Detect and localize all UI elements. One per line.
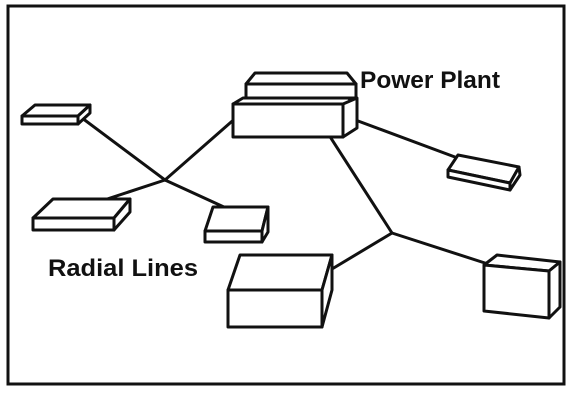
plant-lower-front <box>233 104 343 137</box>
power-plant-label: Power Plant <box>360 67 500 94</box>
substation-lower-left-front <box>228 290 322 327</box>
station-top-left <box>22 105 90 124</box>
station-middle-top <box>205 207 268 231</box>
station-left-front <box>33 218 114 230</box>
plant-upper-top <box>246 73 356 84</box>
substation-lower-left <box>228 255 332 327</box>
substation-lower-left-top <box>228 255 332 290</box>
substation-lower-right-front <box>484 265 549 318</box>
station-top-left-front <box>22 116 78 124</box>
power-plant-building <box>233 73 357 137</box>
station-middle <box>205 207 268 242</box>
radial-lines-label: Radial Lines <box>48 255 198 282</box>
substation-lower-right-side <box>549 262 560 318</box>
station-middle-front <box>205 231 262 242</box>
station-left <box>33 199 130 230</box>
plant-upper-front <box>246 84 356 98</box>
substation-lower-right <box>484 255 560 318</box>
